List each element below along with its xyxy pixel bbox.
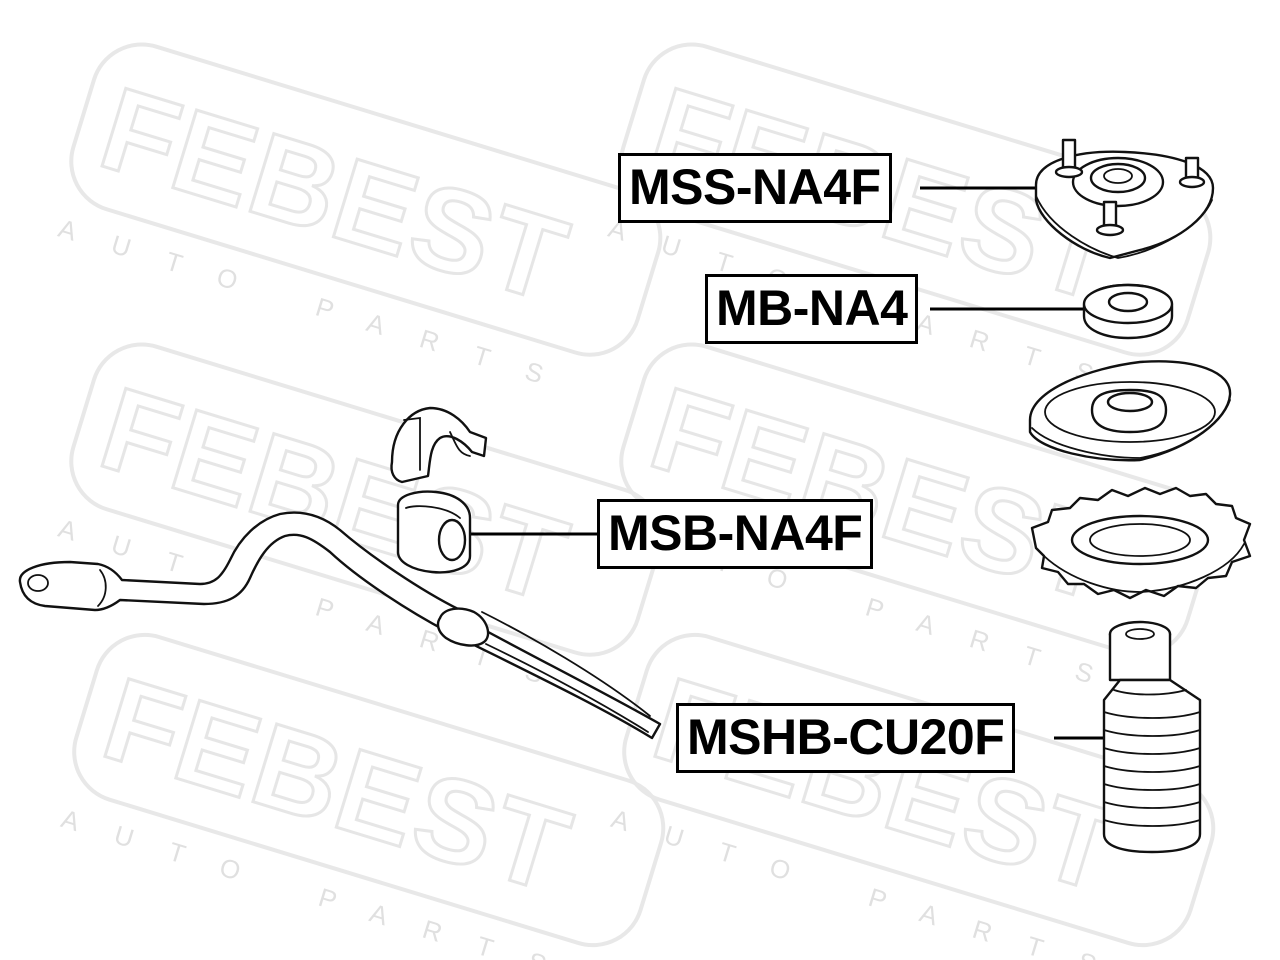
spring-seat-icon: [1028, 360, 1232, 462]
part-label-strut-mount: MSS-NA4F: [618, 153, 892, 223]
part-label-bearing: MB-NA4: [705, 274, 919, 344]
spring-pad-icon: [1030, 486, 1252, 600]
bushing-bracket-icon: [390, 406, 488, 484]
stabilizer-bar-icon: [18, 511, 662, 740]
bushing-icon: [396, 490, 472, 574]
part-label-stabilizer-bushing: MSB-NA4F: [597, 499, 874, 569]
part-label-shock-boot: MSHB-CU20F: [676, 703, 1016, 773]
shock-boot-icon: [1102, 620, 1202, 854]
strut-mount-icon: [1034, 138, 1215, 260]
bearing-icon: [1082, 283, 1174, 340]
